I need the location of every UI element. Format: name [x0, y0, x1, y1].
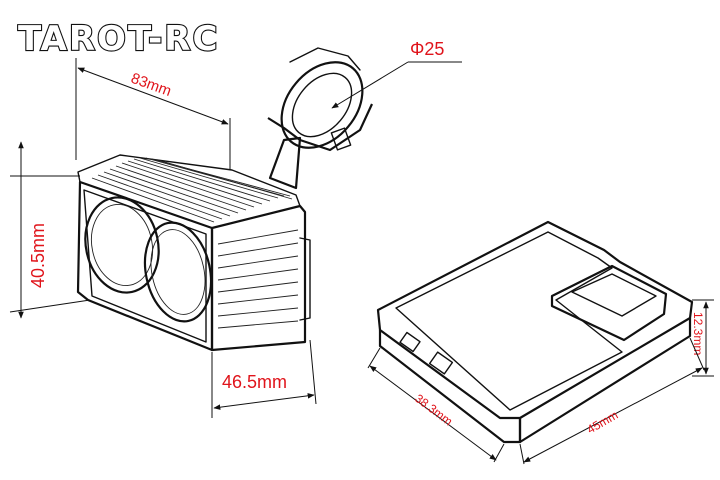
label-height: 40.5mm — [28, 223, 48, 288]
dimension-46-5mm: 46.5mm — [211, 339, 317, 418]
label-module-height: 12.3mm — [691, 312, 705, 355]
dimension-12-3mm: 12.3mm — [691, 299, 714, 377]
label-width: 46.5mm — [222, 372, 287, 392]
label-clamp-diameter: Φ25 — [410, 39, 444, 59]
dimension-clamp-diameter: Φ25 — [331, 39, 462, 109]
brand-logo: TAROT-RC — [18, 19, 219, 59]
dimension-83mm: 83mm — [75, 58, 231, 170]
label-module-depth: 38.3mm — [412, 391, 455, 428]
label-module-length: 45mm — [585, 408, 621, 437]
dimension-40-5mm: 40.5mm — [9, 141, 91, 319]
radar-sensor-drawing — [76, 47, 373, 352]
